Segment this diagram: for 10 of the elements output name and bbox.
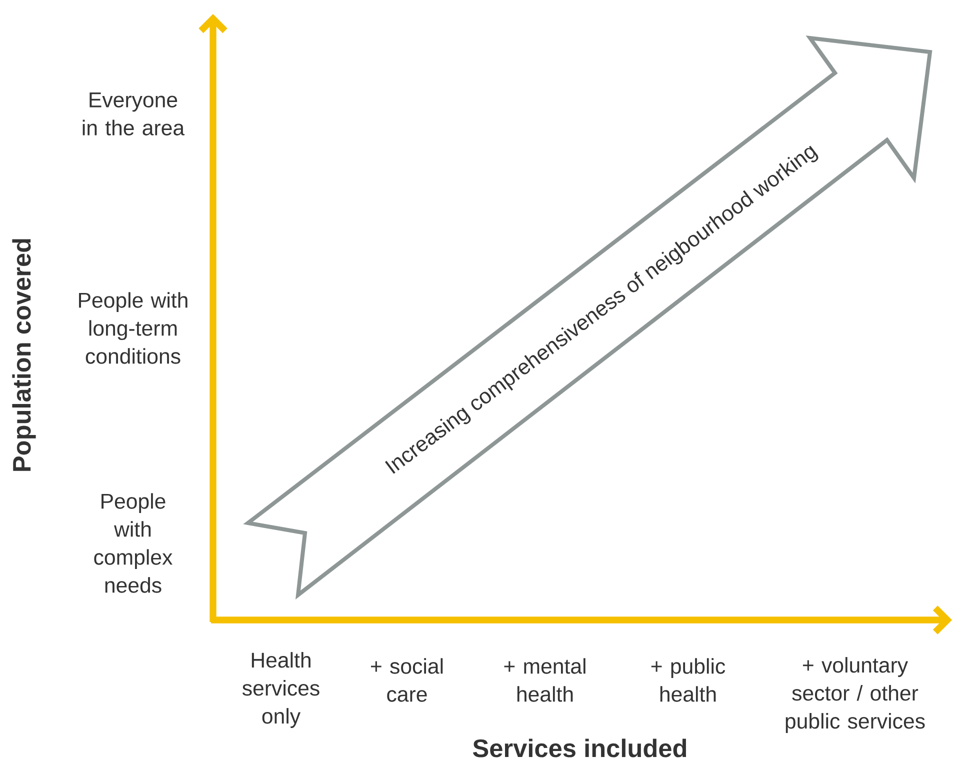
axis-category-label: Health services only (242, 652, 320, 728)
axis-title: Population covered (12, 239, 36, 471)
axis-category-label: + public health (651, 658, 726, 702)
axis-category-label: + social care (371, 658, 443, 702)
axis-category-label: People with complex needs (94, 493, 172, 593)
axis-title: Services included (472, 738, 686, 758)
axis-category-label: + mental health (504, 658, 586, 702)
axis-category-label: + voluntary sector / other public services (786, 657, 925, 733)
axis-category-label: People with long-term conditions (79, 292, 188, 364)
axis-category-label: Everyone in the area (82, 92, 185, 136)
